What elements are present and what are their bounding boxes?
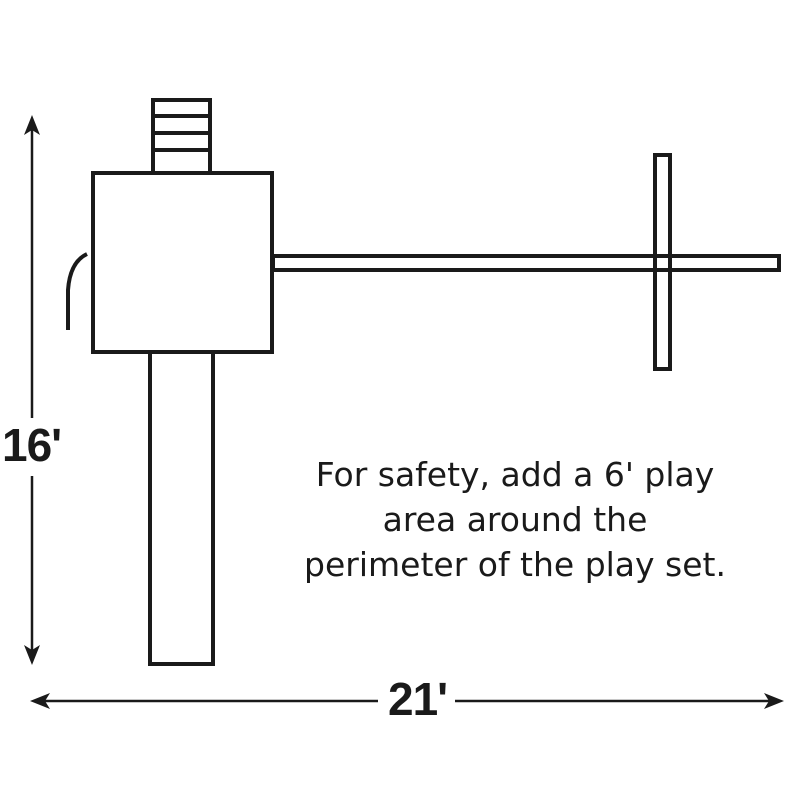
side-handle	[66, 252, 88, 330]
safety-note-line: For safety, add a 6' play	[315, 455, 715, 494]
tower-deck	[91, 171, 274, 354]
width-dimension-label: 21'	[380, 676, 456, 722]
width-dimension-arrow	[30, 693, 784, 709]
swing-beam	[271, 254, 781, 272]
swing-frame-leg	[653, 153, 672, 371]
safety-note-line: area around the	[382, 500, 648, 539]
slide	[148, 350, 215, 666]
height-dimension-arrow	[24, 115, 40, 665]
safety-note-line: perimeter of the play set.	[304, 545, 726, 584]
safety-note: For safety, add a 6' play area around th…	[280, 452, 750, 587]
height-dimension-label: 16'	[0, 419, 64, 471]
ladder	[151, 98, 212, 175]
